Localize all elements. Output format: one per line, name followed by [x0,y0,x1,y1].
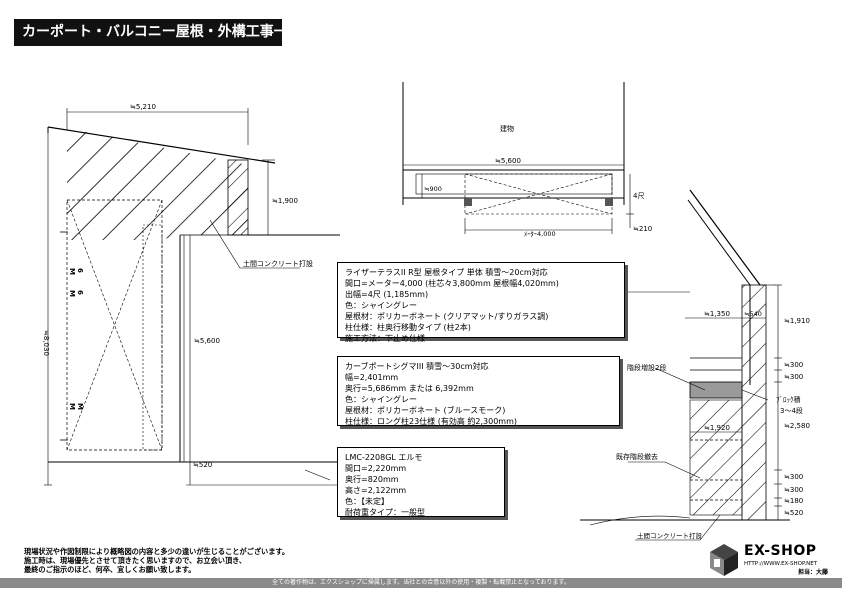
dim-520-left: ≒520 [193,461,212,469]
page-title: カーポート・バルコニー屋根・外構工事一式 [14,19,302,46]
note1-line-2: 間口=メーター4,000 (柱芯々3,800mm 屋根幅4,020mm) [345,279,559,288]
footer-notes: 現場状況や作図制限により概略図の内容と多少の違いが生じることがございます。 施工… [24,547,289,574]
footer-note-3: 最終のご指示のほど、何卒、宜しくお願い致します。 [24,565,196,574]
note2-line-4: 色：シャイングレー [345,395,417,404]
mark-1: M [68,268,76,275]
dim-520-right: ≒520 [784,509,803,517]
dim-5600-side: ≒5,600 [194,337,220,345]
steps-section [580,189,790,541]
dim-1900: ≒1,900 [272,197,298,205]
footer-note-1: 現場状況や作図制限により概略図の内容と多少の違いが生じることがございます。 [24,547,290,556]
note-terrace-roof: ライザーテラスII R型 屋根タイプ 単体 積雪～20cm対応 間口=メーター4… [337,262,625,343]
note1-line-3: 出幅=4尺 (1,185mm) [345,290,429,299]
mark-4: 6 [76,290,84,295]
note3-line-6: 耐荷重タイプ：一般型 [345,508,425,517]
note2-line-3: 奥行=5,686mm または 6,392mm [345,384,474,393]
logo-url: HTTP://WWW.EX-SHOP.NET [744,561,818,567]
mark-6: M [76,403,84,410]
dim-5210: ≒5,210 [130,103,156,111]
note2-line-5: 屋根材：ポリカーボネート (ブルースモーク) [345,406,506,415]
note-carport: カーブポートシグマIII 積雪～30cm対応 幅=2,401mm 奥行=5,68… [337,356,620,426]
label-block-sub: 3～4段 [780,406,803,415]
dim-180: ≒180 [784,497,803,505]
dim-300a: ≒300 [784,361,803,369]
note2-line-2: 幅=2,401mm [345,373,399,382]
building-plan [402,82,634,234]
dim-2580: ≒2,580 [784,422,810,430]
dim-1350: ≒1,350 [704,310,730,318]
dim-300c: ≒300 [784,473,803,481]
note3-line-3: 奥行=820mm [345,475,399,484]
dim-1920: ≒1,920 [704,424,730,432]
dim-300d: ≒300 [784,486,803,494]
note1-line-5: 屋根材：ポリカーボネート (クリアマット/すりガラス調) [345,312,549,321]
note1-line-1: ライザーテラスII R型 屋根タイプ 単体 積雪～20cm対応 [345,268,548,277]
footer-note-2: 施工時は、現場優先とさせて頂きたく思いますので、お立会い頂き、 [24,556,247,565]
dim-210: ≒210 [633,225,652,233]
label-block: ﾌﾞﾛｯｸ積 [776,395,801,404]
note3-line-2: 間口=2,220mm [345,464,407,473]
exshop-logo [710,544,738,576]
label-concrete-right: 土間コンクリート打設 [637,531,703,540]
dim-540: ≒540 [744,310,762,318]
dim-1910: ≒1,910 [784,317,810,325]
note3-line-1: LMC-2208GL エルモ [345,453,423,462]
cube-icon [710,544,738,576]
note-elmo: LMC-2208GL エルモ 間口=2,220mm 奥行=820mm 高さ=2,… [337,447,505,517]
dim-300b: ≒300 [784,373,803,381]
mark-2: 6 [76,268,84,273]
note3-line-5: 色：【未定】 [345,497,389,506]
note2-line-6: 柱仕様：ロング柱23仕様 (有効高 約2,300mm) [345,417,517,426]
label-building: 建物 [500,124,514,133]
note1-line-6: 柱仕様：柱奥行移動タイプ (柱2本) [345,323,471,332]
label-concrete-left: 土間コンクリート打設 [243,259,313,268]
copyright-bar: 全ての著作物は、エクスショップに帰属します。当社との合意以外の使用・複製・転載禁… [0,578,842,588]
dim-900: ≒900 [424,185,442,193]
mark-5: M [68,403,76,410]
logo-wordmark: EX-SHOP [744,543,817,559]
label-steps-add: 階段増設2段 [627,363,666,372]
note1-line-4: 色：シャイングレー [345,301,417,310]
mark-3: M [68,290,76,297]
note1-line-7: 施工方法：下止め仕様 [345,334,425,343]
dim-8030: ≒8,030 [42,330,50,356]
dim-meter4000: ﾒｰﾀｰ4,000 [524,230,556,238]
note3-line-4: 高さ=2,122mm [345,486,407,495]
dim-4shaku: 4尺 [633,192,644,200]
carport-elevation [44,108,340,486]
dim-5600-top: ≒5,600 [495,157,521,165]
note2-line-1: カーブポートシグマIII 積雪～30cm対応 [345,362,489,371]
label-existing-steps: 既存階段撤去 [616,452,658,461]
store-name: 担当：大藤 [798,569,829,576]
